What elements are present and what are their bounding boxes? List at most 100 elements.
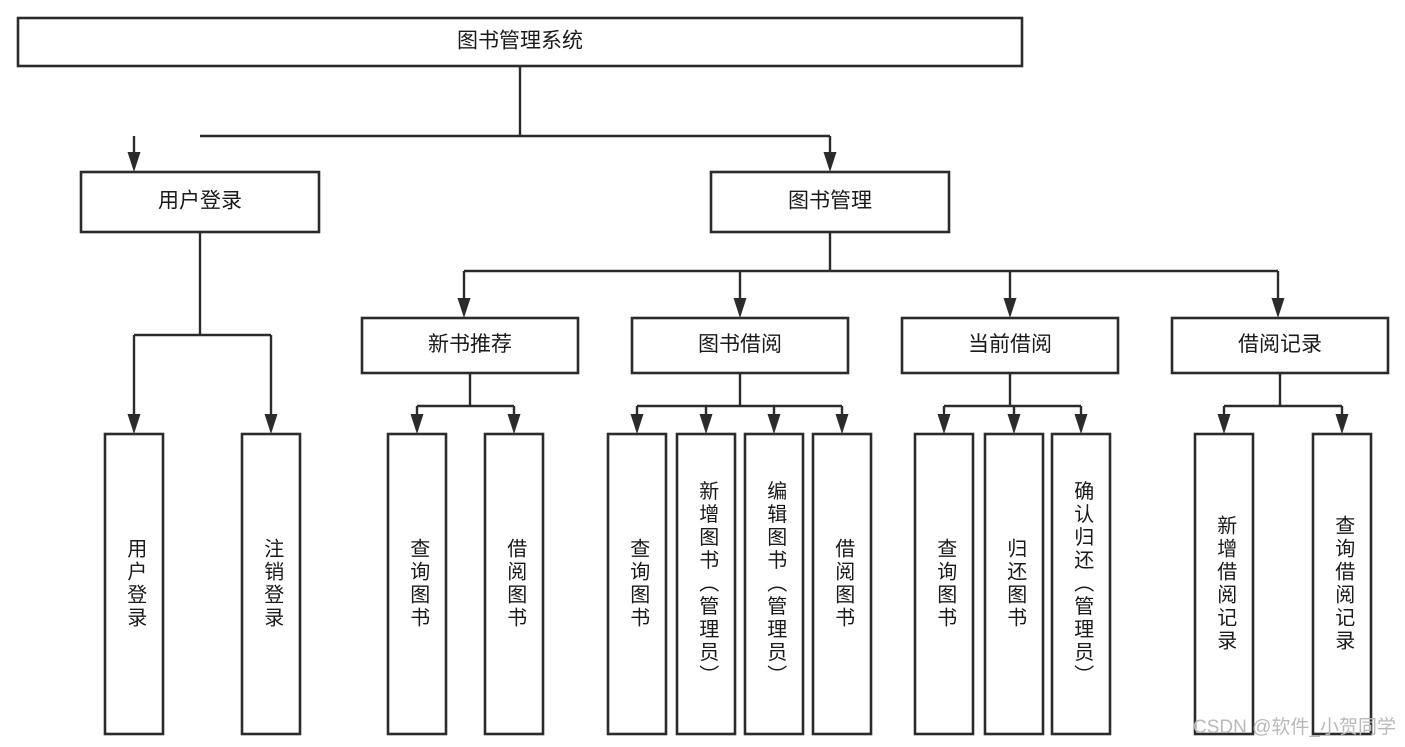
arrow-head-icon [457,298,471,318]
leaf-label: 查询图书 [627,538,650,630]
arrow-connector [835,406,849,434]
arrow-head-icon [127,414,141,434]
arrow-head-icon [699,414,713,434]
connector-book-manage-bus [464,232,1278,273]
leaf-label: 注销登录 [261,538,284,630]
root-box[interactable] [16,16,1024,68]
arrow-head-icon [1217,414,1231,434]
level3-box[interactable] [360,316,580,375]
node-layer: 图书管理系统用户登录图书管理新书推荐图书借阅当前借阅借阅记录用户登录注销登录查询… [16,16,1390,736]
arrow-head-icon [630,414,644,434]
leaf-label: 归还图书 [1004,538,1027,630]
arrow-connector [1217,406,1231,434]
connector-root-bus [200,66,830,138]
leaf-node[interactable]: 用户登录 [103,432,165,736]
leaf-box[interactable] [1311,432,1373,736]
level3-box[interactable] [900,316,1120,375]
leaf-label: 新增借阅记录 [1214,515,1237,653]
level3-node[interactable]: 当前借阅 [900,316,1120,375]
leaf-node[interactable]: 查询图书 [913,432,975,736]
leaf-box[interactable] [675,432,737,736]
level3-label: 当前借阅 [968,333,1052,356]
csdn-watermark: CSDN @软件_小贺同学 [1193,716,1396,738]
arrow-connector [699,406,713,434]
arrow-head-icon [733,298,747,318]
arrow-connector [1074,406,1088,434]
level2-label: 图书管理 [788,190,872,213]
leaf-node[interactable]: 确认归还（管理员） [1050,432,1112,736]
root-node[interactable]: 图书管理系统 [16,16,1024,68]
leaf-label: 用户登录 [124,538,147,630]
arrow-head-icon [1335,414,1349,434]
leaf-node[interactable]: 新增借阅记录 [1193,432,1255,736]
arrow-connector [1335,406,1349,434]
arrow-head-icon [1271,298,1285,318]
leaf-label: 借阅图书 [504,538,527,630]
connector-current-bus [944,373,1081,408]
level3-label: 新书推荐 [428,333,512,356]
leaf-box[interactable] [743,432,805,736]
leaf-box[interactable] [983,432,1045,736]
arrow-connector [127,136,141,172]
level3-box[interactable] [1170,316,1390,375]
leaf-label: 确认归还（管理员） [1071,480,1094,687]
level3-label: 图书借阅 [698,333,782,356]
level3-box[interactable] [630,316,850,375]
connector-layer [127,66,1349,434]
level2-box[interactable] [709,170,951,234]
leaf-box[interactable] [606,432,668,736]
level3-node[interactable]: 新书推荐 [360,316,580,375]
leaf-box[interactable] [386,432,448,736]
leaf-node[interactable]: 查询借阅记录 [1311,432,1373,736]
arrow-connector [1003,271,1017,318]
level3-label: 借阅记录 [1238,333,1322,356]
arrow-head-icon [410,414,424,434]
leaf-node[interactable]: 查询图书 [386,432,448,736]
leaf-box[interactable] [483,432,545,736]
arrow-head-icon [937,414,951,434]
arrow-connector [733,271,747,318]
arrow-head-icon [1003,298,1017,318]
leaf-box[interactable] [240,432,302,736]
arrow-head-icon [835,414,849,434]
level3-node[interactable]: 图书借阅 [630,316,850,375]
leaf-label: 查询图书 [934,538,957,630]
leaf-box[interactable] [811,432,873,736]
leaf-node[interactable]: 新增图书（管理员） [675,432,737,736]
arrow-head-icon [767,414,781,434]
leaf-box[interactable] [913,432,975,736]
level2-node[interactable]: 图书管理 [709,170,951,234]
leaf-node[interactable]: 归还图书 [983,432,1045,736]
leaf-box[interactable] [1193,432,1255,736]
level3-node[interactable]: 借阅记录 [1170,316,1390,375]
arrow-connector [507,406,521,434]
connector-borrow-book-bus [637,373,842,408]
arrow-connector [410,406,424,434]
leaf-label: 查询借阅记录 [1332,515,1355,653]
leaf-box[interactable] [103,432,165,736]
level2-box[interactable] [79,170,321,234]
level2-node[interactable]: 用户登录 [79,170,321,234]
connector-new-book-bus [417,373,514,408]
arrow-head-icon [823,152,837,172]
arrow-head-icon [1007,414,1021,434]
connector-record-bus [1224,373,1342,408]
connector-user-login-bus [134,232,271,337]
leaf-node[interactable]: 注销登录 [240,432,302,736]
leaf-node[interactable]: 借阅图书 [483,432,545,736]
root-label: 图书管理系统 [457,30,583,53]
leaf-node[interactable]: 查询图书 [606,432,668,736]
arrow-head-icon [507,414,521,434]
arrow-connector [630,406,644,434]
leaf-box[interactable] [1050,432,1112,736]
leaf-label: 查询图书 [407,538,430,630]
arrow-connector [127,335,141,434]
arrow-head-icon [127,152,141,172]
arrow-connector [457,271,471,318]
leaf-node[interactable]: 编辑图书（管理员） [743,432,805,736]
leaf-label: 新增图书（管理员） [696,480,719,687]
arrow-connector [1271,271,1285,318]
leaf-node[interactable]: 借阅图书 [811,432,873,736]
